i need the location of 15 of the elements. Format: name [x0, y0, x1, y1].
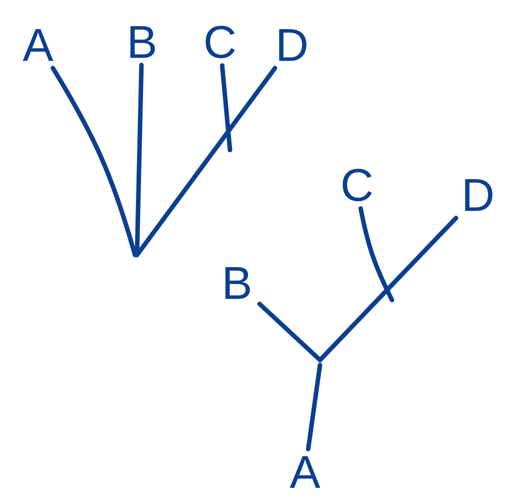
line [358, 206, 394, 302]
letter-label: D [279, 29, 306, 61]
letter-label: C [206, 26, 235, 58]
line [220, 63, 232, 152]
letter-label: A [290, 456, 320, 488]
line [50, 66, 138, 258]
line [318, 216, 458, 362]
letter-label: A [22, 29, 54, 61]
line [134, 66, 278, 258]
letter-label: D [465, 179, 492, 211]
letter-label: B [225, 267, 250, 299]
letter-label: B [130, 26, 155, 58]
line [306, 362, 322, 452]
line [257, 302, 322, 362]
letter-label: C [342, 168, 372, 202]
